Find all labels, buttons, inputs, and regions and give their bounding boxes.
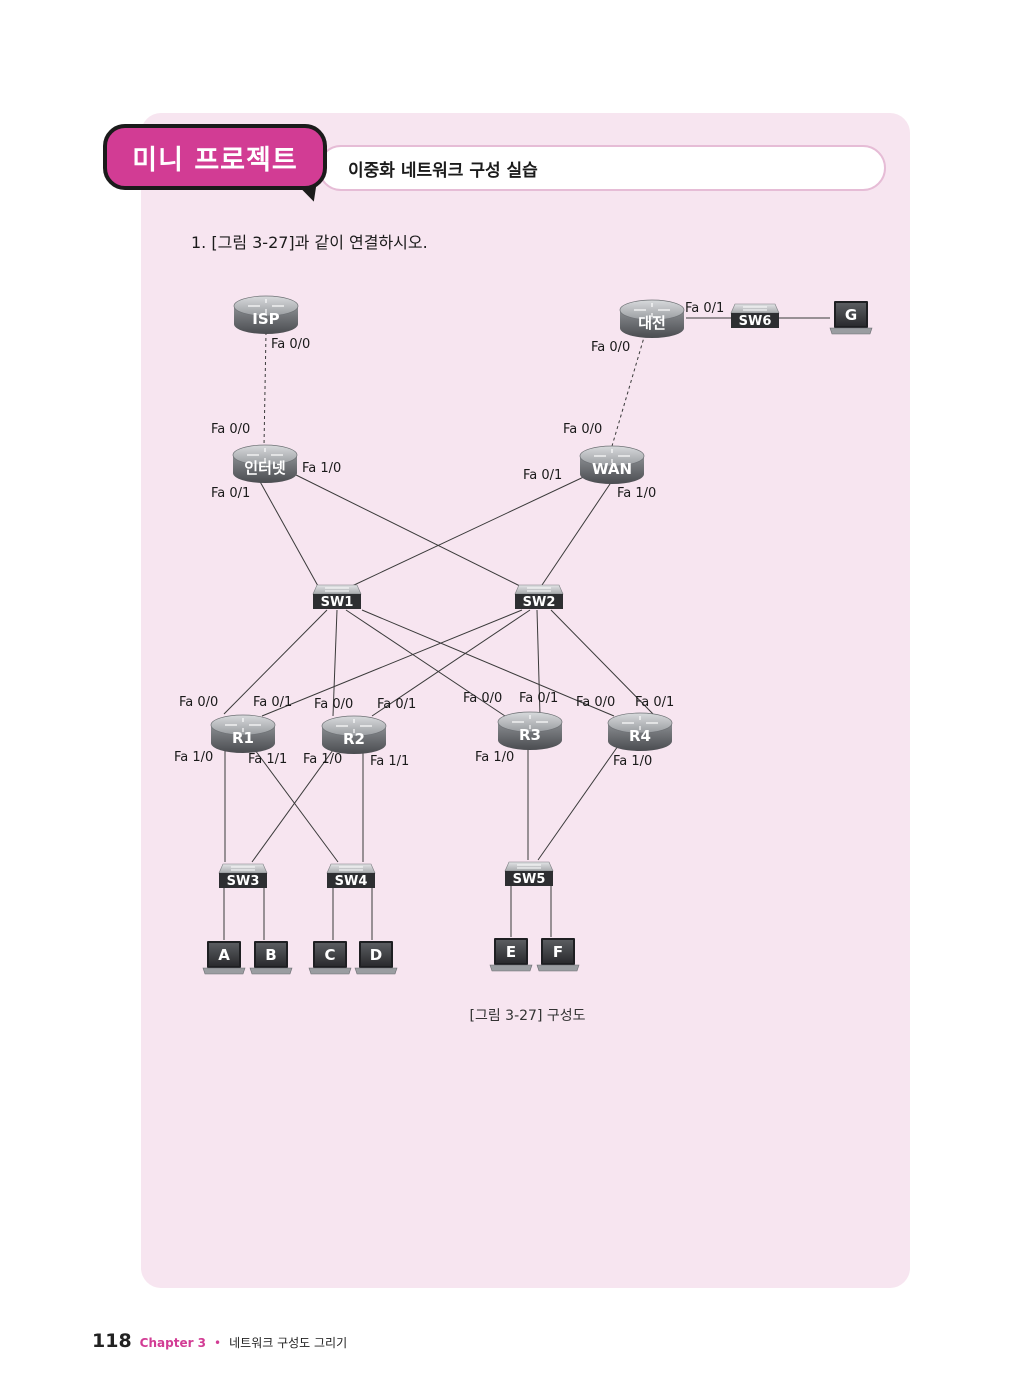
switch-label: SW1 — [321, 595, 354, 610]
link-sw1-r4 — [361, 609, 615, 717]
port-label: Fa 1/0 — [302, 461, 341, 476]
link-sw2-r4 — [550, 609, 656, 717]
link-r1-sw4 — [254, 749, 339, 863]
laptop-e: E — [489, 938, 533, 972]
port-label: Fa 0/0 — [211, 422, 250, 437]
link-wan-sw1 — [351, 473, 591, 587]
port-label: Fa 0/0 — [179, 695, 218, 710]
switch-sw3: SW3 — [218, 863, 268, 889]
switch-sw2: SW2 — [514, 584, 564, 610]
port-label: Fa 0/1 — [523, 468, 562, 483]
page-number: 118 — [92, 1330, 132, 1352]
router-label: 인터넷 — [244, 459, 286, 477]
port-label: Fa 0/0 — [271, 337, 310, 352]
subtitle-bar — [318, 145, 886, 191]
laptop-d: D — [354, 941, 398, 975]
laptop-c: C — [308, 941, 352, 975]
link-internet-sw2 — [289, 471, 525, 589]
router-r2: R2 — [321, 715, 387, 754]
link-daejeon-wan — [611, 333, 646, 447]
port-label: Fa 0/0 — [314, 697, 353, 712]
laptop-g: G — [829, 301, 873, 335]
link-r2-sw3 — [251, 749, 334, 863]
router-label: 대전 — [638, 314, 666, 332]
mini-project-badge: 미니 프로젝트 — [103, 124, 327, 190]
switch-label: SW5 — [513, 872, 546, 887]
switch-label: SW4 — [335, 874, 368, 889]
laptop-label: A — [218, 946, 230, 964]
page-footer: 118 Chapter 3 • 네트워크 구성도 그리기 — [92, 1330, 347, 1352]
link-sw2-r3 — [536, 609, 541, 717]
laptop-label: D — [370, 946, 382, 964]
laptop-label: C — [324, 946, 335, 964]
port-label: Fa 0/1 — [519, 691, 558, 706]
router-r1: R1 — [210, 714, 276, 753]
footer-separator: • — [214, 1336, 222, 1350]
router-r3: R3 — [497, 711, 563, 750]
router-label: R4 — [629, 727, 651, 745]
port-label: Fa 1/0 — [174, 750, 213, 765]
laptop-label: G — [845, 306, 857, 324]
router-isp: ISP — [233, 295, 299, 334]
router-daejeon: 대전 — [619, 299, 685, 338]
switch-sw6: SW6 — [730, 303, 780, 329]
port-label: Fa 0/1 — [685, 301, 724, 316]
laptop-f: F — [536, 938, 580, 972]
link-sw2-r2 — [371, 609, 531, 717]
router-label: R2 — [343, 730, 365, 748]
instruction-text: 1. [그림 3-27]과 같이 연결하시오. — [191, 233, 428, 252]
port-label: Fa 0/0 — [563, 422, 602, 437]
port-label: Fa 1/0 — [475, 750, 514, 765]
router-wan: WAN — [579, 445, 645, 484]
badge-text: 미니 프로젝트 — [132, 144, 298, 176]
router-label: R1 — [232, 729, 254, 747]
link-isp-internet — [263, 331, 267, 447]
port-label: Fa 1/1 — [248, 752, 287, 767]
port-label: Fa 1/0 — [303, 752, 342, 767]
figure-caption: [그림 3-27] 구성도 — [469, 1008, 586, 1024]
switch-sw1: SW1 — [312, 584, 362, 610]
port-label: Fa 1/1 — [370, 754, 409, 769]
router-label: ISP — [252, 310, 279, 328]
laptop-label: B — [265, 946, 276, 964]
link-sw1-r3 — [345, 609, 506, 717]
laptop-b: B — [249, 941, 293, 975]
port-label: Fa 0/0 — [463, 691, 502, 706]
router-r4: R4 — [607, 712, 673, 751]
section-subtitle: 이중화 네트워크 구성 실습 — [348, 161, 538, 181]
switch-label: SW2 — [523, 595, 556, 610]
laptop-label: E — [506, 943, 516, 961]
port-label: Fa 1/0 — [617, 486, 656, 501]
switch-sw5: SW5 — [504, 861, 554, 887]
switch-sw4: SW4 — [326, 863, 376, 889]
port-label: Fa 0/1 — [253, 695, 292, 710]
link-internet-sw1 — [257, 477, 319, 587]
router-internet: 인터넷 — [232, 444, 298, 483]
laptop-label: F — [553, 943, 563, 961]
chapter-label: Chapter 3 — [139, 1336, 207, 1350]
switch-label: SW3 — [227, 874, 260, 889]
link-sw1-r2 — [332, 609, 338, 717]
port-label: Fa 0/0 — [576, 695, 615, 710]
link-wan-sw2 — [541, 477, 615, 586]
port-label: Fa 0/1 — [211, 486, 250, 501]
port-label: Fa 0/1 — [635, 695, 674, 710]
laptop-a: A — [202, 941, 246, 975]
router-label: WAN — [592, 460, 632, 478]
router-label: R3 — [519, 726, 541, 744]
link-sw1-r1 — [223, 609, 328, 715]
port-label: Fa 0/0 — [591, 340, 630, 355]
switch-label: SW6 — [739, 314, 772, 329]
port-label: Fa 1/0 — [613, 754, 652, 769]
chapter-title: 네트워크 구성도 그리기 — [229, 1336, 348, 1350]
link-r4-sw5 — [537, 745, 619, 861]
port-label: Fa 0/1 — [377, 697, 416, 712]
link-sw2-r1 — [261, 609, 523, 717]
